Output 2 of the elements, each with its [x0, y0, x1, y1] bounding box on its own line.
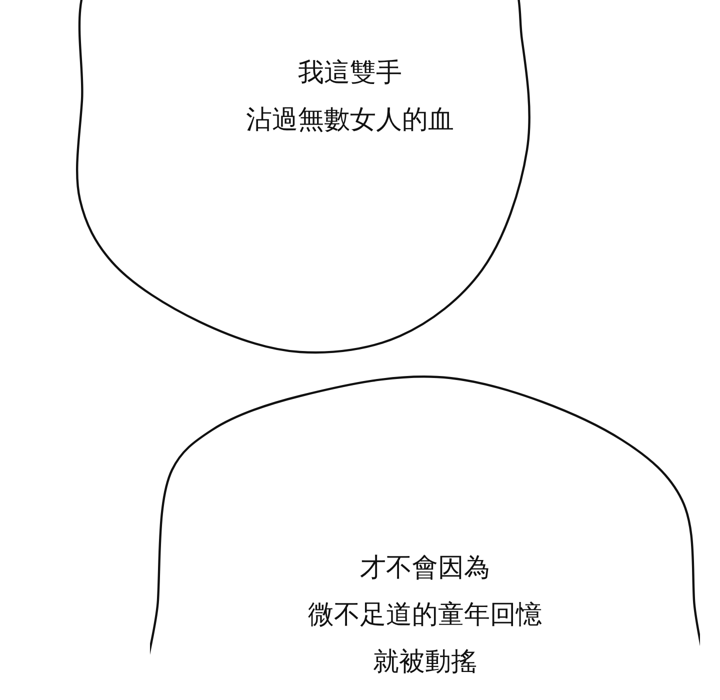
bubble-text: 我這雙手沾過無數女人的血	[245, 57, 455, 137]
bubble-text: 才不會因為微不足道的童年回憶就被動搖	[307, 552, 543, 679]
